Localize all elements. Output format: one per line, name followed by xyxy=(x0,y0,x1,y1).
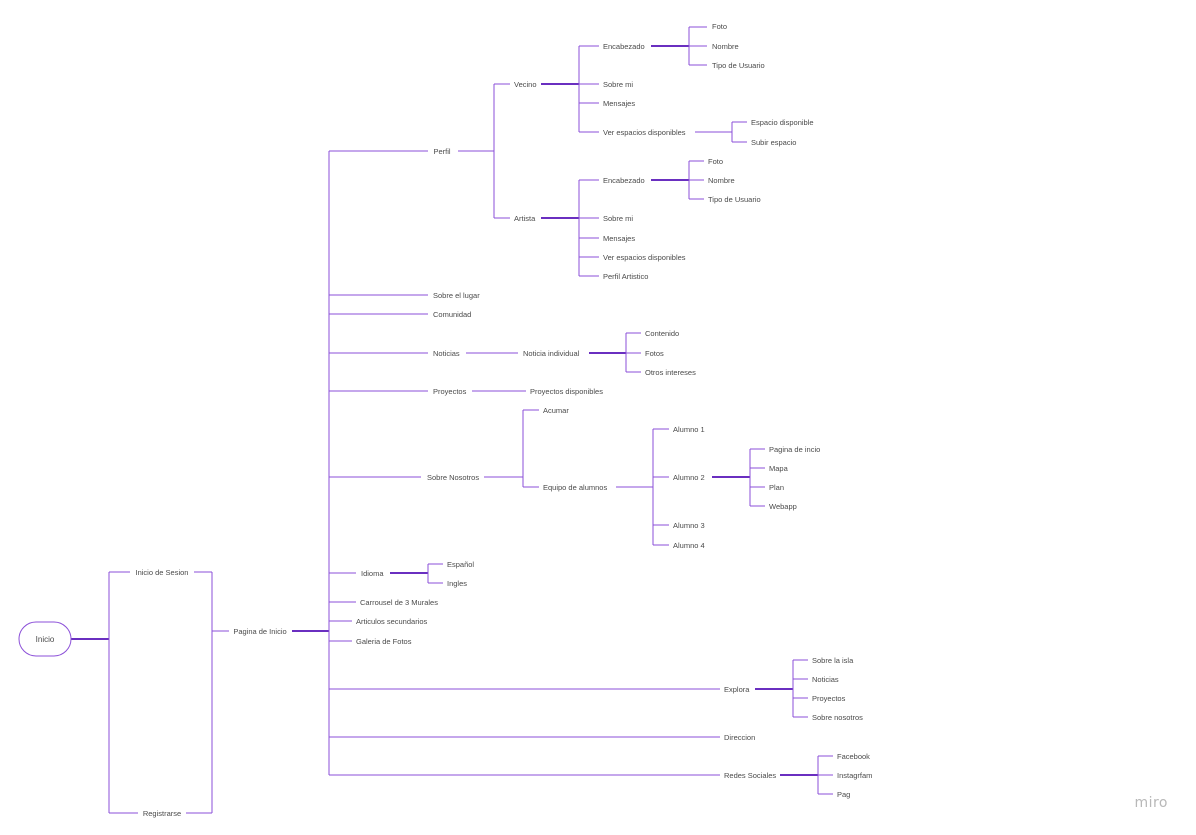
node-alumno-2: Alumno 2 xyxy=(673,473,705,482)
node-registrarse: Registrarse xyxy=(143,809,181,818)
node-artista-tipo: Tipo de Usuario xyxy=(708,195,761,204)
node-vecino-sobre: Sobre mi xyxy=(603,80,633,89)
node-instagram: Instagrfam xyxy=(837,771,872,780)
node-vecino-ver-espacios: Ver espacios disponibles xyxy=(603,128,686,137)
node-redes: Redes Sociales xyxy=(724,771,776,780)
root-node-shape xyxy=(18,621,72,657)
node-noticias: Noticias xyxy=(433,349,460,358)
node-ingles: Ingles xyxy=(447,579,467,588)
node-webapp: Webapp xyxy=(769,502,797,511)
node-idioma: Idioma xyxy=(361,569,384,578)
node-artista-perfil-artistico: Perfil Artistico xyxy=(603,272,648,281)
node-equipo-alumnos: Equipo de alumnos xyxy=(543,483,607,492)
node-carrousel: Carrousel de 3 Murales xyxy=(360,598,438,607)
node-alumno-3: Alumno 3 xyxy=(673,521,705,530)
node-otros-intereses: Otros intereses xyxy=(645,368,696,377)
node-espacio-disponible: Espacio disponible xyxy=(751,118,814,127)
node-inicio: Inicio xyxy=(36,635,55,644)
node-comunidad: Comunidad xyxy=(433,310,471,319)
node-vecino: Vecino xyxy=(514,80,537,89)
node-artista-foto: Foto xyxy=(708,157,723,166)
node-explora: Explora xyxy=(724,685,750,694)
node-alumno-4: Alumno 4 xyxy=(673,541,705,550)
node-sobre-lugar: Sobre el lugar xyxy=(433,291,480,300)
node-articulos: Articulos secundarios xyxy=(356,617,428,626)
node-vecino-nombre: Nombre xyxy=(712,42,739,51)
node-vecino-encabezado: Encabezado xyxy=(603,42,645,51)
node-mapa: Mapa xyxy=(769,464,789,473)
node-direccion: Direccion xyxy=(724,733,755,742)
node-noticia-individual: Noticia individual xyxy=(523,349,580,358)
node-proyectos-disponibles: Proyectos disponibles xyxy=(530,387,603,396)
node-perfil: Perfil xyxy=(433,147,450,156)
node-explora-noticias: Noticias xyxy=(812,675,839,684)
node-facebook: Facebook xyxy=(837,752,870,761)
node-explora-sobre-nosotros: Sobre nosotros xyxy=(812,713,863,722)
node-artista-mensajes: Mensajes xyxy=(603,234,635,243)
node-pag: Pag xyxy=(837,790,850,799)
node-galeria: Galeria de Fotos xyxy=(356,637,412,646)
node-vecino-mensajes: Mensajes xyxy=(603,99,635,108)
node-espanol: Español xyxy=(447,560,474,569)
node-proyectos: Proyectos xyxy=(433,387,467,396)
node-fotos: Fotos xyxy=(645,349,664,358)
connector-lines xyxy=(71,26,833,814)
node-sobre-la-isla: Sobre la isla xyxy=(812,656,854,665)
node-artista-nombre: Nombre xyxy=(708,176,735,185)
miro-watermark: miro xyxy=(1134,795,1168,811)
node-inicio-sesion: Inicio de Sesion xyxy=(136,568,189,577)
node-vecino-foto: Foto xyxy=(712,22,727,31)
node-sobre-nosotros: Sobre Nosotros xyxy=(427,473,479,482)
node-artista-ver-espacios: Ver espacios disponibles xyxy=(603,253,686,262)
node-artista-encabezado: Encabezado xyxy=(603,176,645,185)
node-acumar: Acumar xyxy=(543,406,569,415)
node-alumno-1: Alumno 1 xyxy=(673,425,705,434)
node-pagina-inicio: Pagina de Inicio xyxy=(233,627,286,636)
node-subir-espacio: Subir espacio xyxy=(751,138,796,147)
node-plan: Plan xyxy=(769,483,784,492)
node-explora-proyectos: Proyectos xyxy=(812,694,846,703)
node-vecino-tipo: Tipo de Usuario xyxy=(712,61,765,70)
node-contenido: Contenido xyxy=(645,329,679,338)
node-artista: Artista xyxy=(514,214,536,223)
node-artista-sobre: Sobre mi xyxy=(603,214,633,223)
node-pagina-de-incio: Pagina de incio xyxy=(769,445,820,454)
